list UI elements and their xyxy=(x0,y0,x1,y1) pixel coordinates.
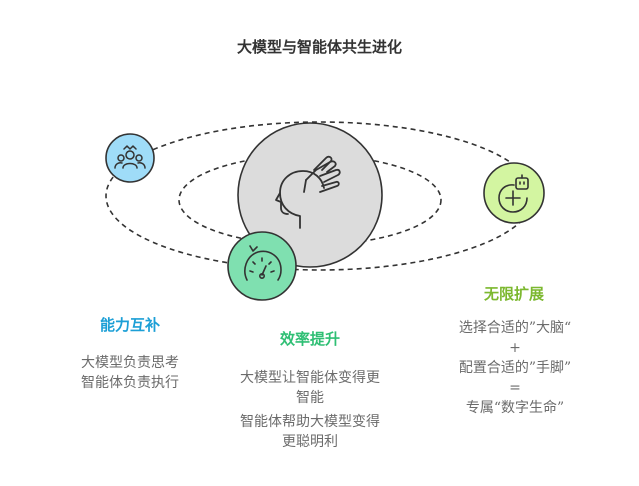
expansion-description: 选择合适的”大脑“ + 配置合适的”手脚” = 专属“数字生命” xyxy=(410,318,620,418)
head-hand-icon xyxy=(275,155,341,229)
expansion-line: 选择合适的”大脑“ xyxy=(458,320,572,336)
diagram-title: 大模型与智能体共生进化 xyxy=(236,38,402,56)
robot-plus-icon xyxy=(498,174,529,213)
efficiency-line: 智能 xyxy=(296,390,324,406)
complement-line: 大模型负责思考 xyxy=(81,355,179,371)
expansion-line: + xyxy=(509,340,521,356)
complement-heading: 能力互补 xyxy=(99,316,160,334)
efficiency-line: 更聪明利 xyxy=(282,434,338,450)
right-node-circle xyxy=(483,162,545,224)
speedometer-icon xyxy=(244,245,282,281)
people-group-icon xyxy=(114,145,146,169)
left-node-circle xyxy=(105,133,155,183)
efficiency-description: 大模型让智能体变得更 智能 智能体帮助大模型变得 更聪明利 xyxy=(200,368,420,452)
efficiency-line: 智能体帮助大模型变得 xyxy=(240,414,380,430)
expansion-line: 专属“数字生命” xyxy=(465,400,565,416)
complement-description: 大模型负责思考 智能体负责执行 xyxy=(40,353,220,393)
efficiency-heading: 效率提升 xyxy=(279,330,340,348)
expansion-line: = xyxy=(509,380,521,396)
efficiency-line: 大模型让智能体变得更 xyxy=(240,370,380,386)
expansion-line: 配置合适的”手脚” xyxy=(458,360,572,376)
expansion-heading: 无限扩展 xyxy=(483,285,544,303)
center-circle xyxy=(237,122,383,268)
bottom-node-circle xyxy=(227,231,297,301)
complement-line: 智能体负责执行 xyxy=(81,375,179,391)
